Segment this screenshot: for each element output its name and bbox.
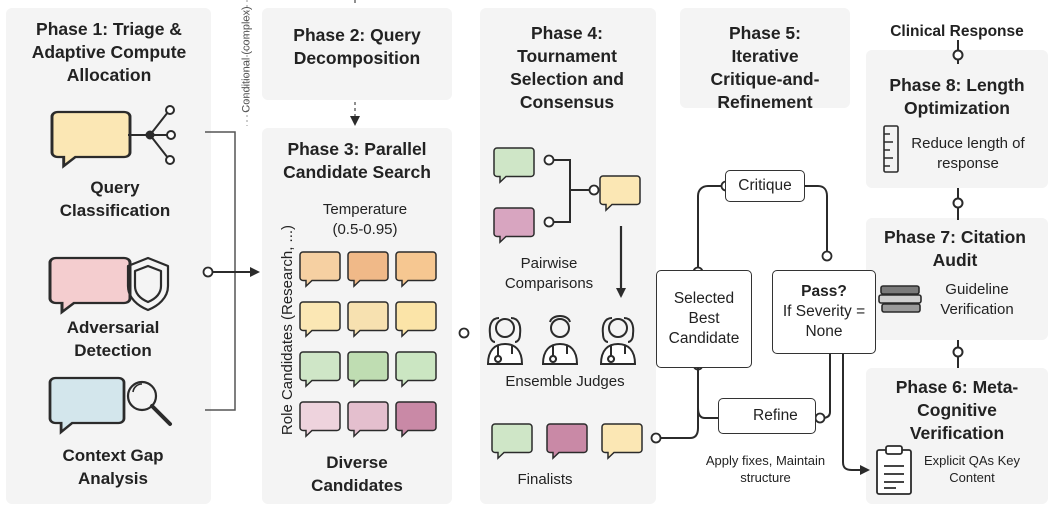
finalist-bubble-yellow (601, 423, 643, 459)
finalists-to-selected-line (659, 366, 699, 439)
ruler-icon (883, 125, 899, 173)
right-column-connectors (952, 40, 964, 368)
phase4-title: Phase 4: Tournament Selection and Consen… (510, 23, 624, 112)
conditional-label: Conditional (complex) (240, 6, 253, 113)
bracket-connector-dot (202, 266, 214, 278)
phase2-title: Phase 2: Query Decomposition (293, 25, 421, 68)
context-bubble-icon (48, 376, 126, 434)
pass-bold-label: Pass? (801, 283, 847, 300)
candidate-grid (299, 251, 437, 437)
phase5-title: Phase 5: Iterative Critique-and-Refineme… (710, 23, 820, 112)
finalist-bubble-magenta (546, 423, 588, 459)
phase6-desc: Explicit QAs Key Content (923, 453, 1021, 485)
phase5-panel (680, 8, 850, 108)
pass-check-box: Pass? If Severity = None (772, 270, 876, 354)
clipboard-icon (876, 445, 912, 495)
shield-icon (126, 256, 170, 312)
adversarial-bubble-icon (48, 256, 132, 314)
apply-fixes-label: Apply fixes, Maintain structure (705, 453, 826, 485)
phase7-desc: Guideline Verification (940, 281, 1014, 318)
phase3-output-dot (458, 327, 470, 339)
ensemble-judges-label: Ensemble Judges (505, 373, 625, 390)
selected-candidate-box: Selected Best Candidate (656, 270, 752, 368)
pair-bubble-green (493, 147, 535, 183)
critique-box: Critique (725, 170, 805, 202)
role-candidates-label: Role Candidates (Research, ...) (279, 224, 296, 436)
temperature-label: Temperature (0.5-0.95) (322, 201, 408, 238)
context-gap-label: Context Gap Analysis (62, 446, 164, 488)
phase1-title: Phase 1: Triage & Adaptive Compute Alloc… (31, 19, 187, 85)
query-bubble-icon (50, 110, 132, 168)
finalist-bubble-green (491, 423, 533, 459)
refine-label: Refine (753, 407, 798, 424)
clinical-response-label: Clinical Response (890, 23, 1024, 40)
pairwise-bracket (553, 159, 592, 223)
magnifier-icon (126, 380, 172, 426)
phase8-desc: Reduce length of response (911, 135, 1025, 172)
network-icon (128, 105, 176, 165)
phase6-title: Phase 6: Meta-Cognitive Verification (895, 377, 1019, 443)
pair-bubble-pink (493, 207, 535, 243)
phase2-panel (262, 8, 452, 100)
finalists-label: Finalists (517, 471, 573, 488)
books-icon (878, 285, 922, 313)
pass-condition-label: If Severity = None (782, 303, 866, 340)
query-classification-label: Query Classification (59, 178, 171, 220)
refine-box: Refine (718, 398, 816, 434)
phase3-title: Phase 3: Parallel Candidate Search (283, 139, 431, 182)
pass-to-phase6-arrow (842, 354, 870, 475)
phase7-panel (866, 218, 1048, 340)
pairwise-label: Pairwise Comparisons (504, 255, 594, 292)
phase8-title: Phase 8: Length Optimization (889, 75, 1025, 118)
adversarial-detection-label: Adversarial Detection (66, 318, 160, 360)
phase7-title: Phase 7: Citation Audit (884, 227, 1026, 270)
phase4-panel (480, 8, 656, 504)
diverse-candidates-label: Diverse Candidates (311, 453, 403, 495)
phase8-panel (866, 50, 1048, 188)
pair-winner-bubble (599, 175, 641, 211)
ensemble-judges-icon (486, 315, 637, 365)
